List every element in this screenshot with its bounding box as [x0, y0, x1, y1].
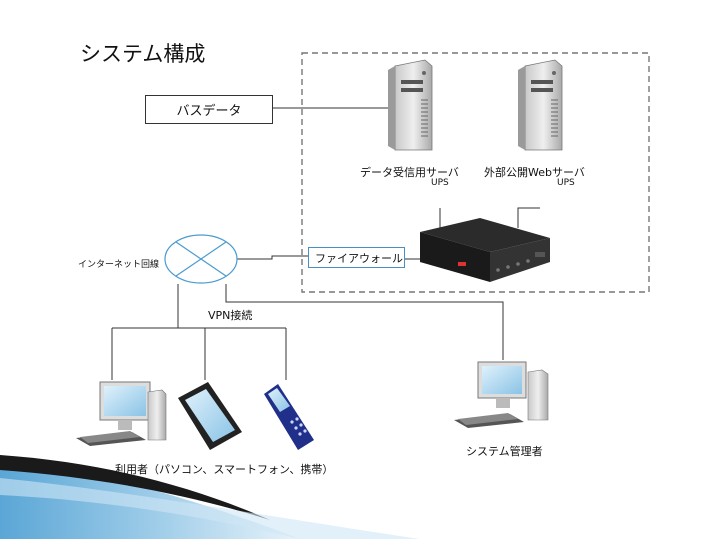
server-label-receive: データ受信用サーバ — [360, 166, 459, 179]
admin-label: システム管理者 — [466, 445, 543, 458]
server-tower-icon — [518, 59, 563, 151]
connection-lines — [111, 107, 540, 380]
server-label-web: 外部公開Webサーバ — [484, 166, 585, 179]
firewall-appliance-icon — [420, 218, 550, 282]
firewall-label: ファイアウォール — [315, 251, 403, 265]
bus-data-box: バスデータ — [145, 95, 273, 124]
page-title: システム構成 — [80, 42, 206, 66]
decorative-swoosh — [0, 455, 420, 539]
desktop-pc-icon — [76, 381, 167, 446]
bus-data-label: バスデータ — [176, 104, 242, 119]
internet-label: インターネット回線 — [78, 260, 160, 270]
server-ups-web: UPS — [557, 178, 575, 188]
server-tower-icon — [388, 59, 433, 151]
vpn-label: VPN接続 — [208, 309, 253, 322]
users-label: 利用者（パソコン、スマートフォン、携帯） — [115, 463, 334, 476]
server-ups-receive: UPS — [431, 178, 449, 188]
tablet-icon — [178, 382, 242, 450]
internet-cloud-icon — [164, 234, 238, 284]
firewall-label-box: ファイアウォール — [308, 247, 405, 268]
server-zone-border — [301, 52, 650, 293]
mobile-phone-icon — [264, 384, 314, 450]
admin-pc-icon — [454, 361, 549, 428]
